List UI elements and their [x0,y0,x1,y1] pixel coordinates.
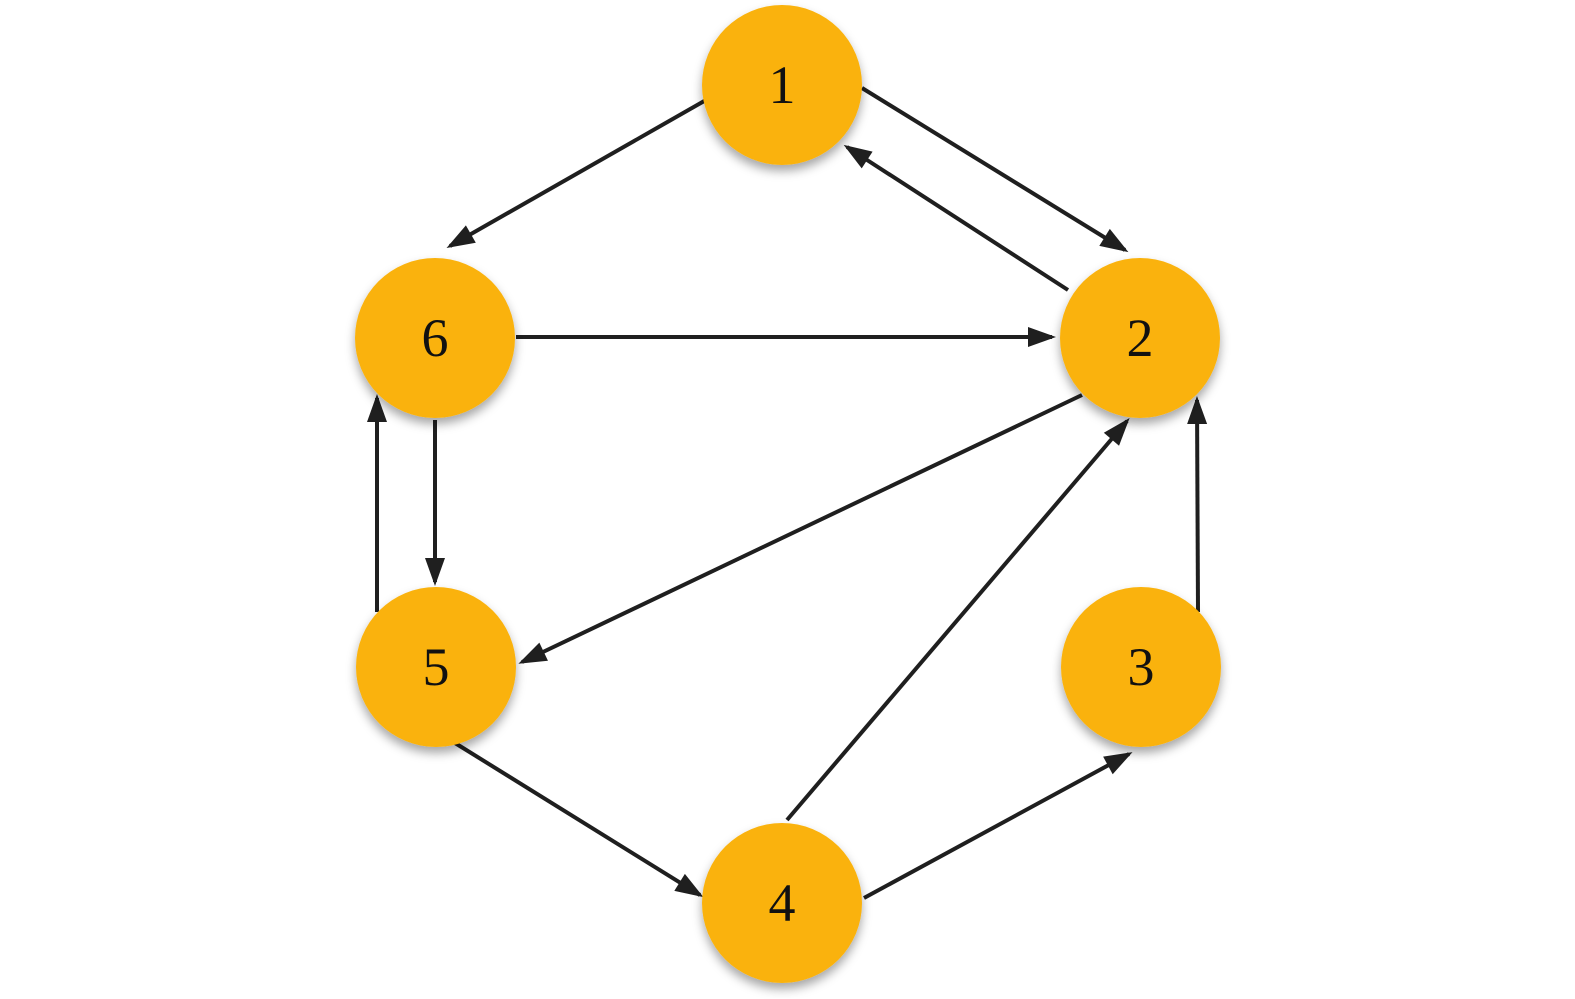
node-label: 1 [769,55,796,115]
node-label: 3 [1128,637,1155,697]
node-circle [355,258,515,418]
edge-3-to-2 [1187,396,1208,613]
graph-node-5: 5 [356,587,516,747]
node-circle [1061,587,1221,747]
node-circle [702,823,862,983]
edge-layer [367,86,1208,900]
edge-1-to-2 [860,86,1129,253]
node-label: 6 [422,308,449,368]
node-circle [702,5,862,165]
edge-2-to-1 [843,144,1070,292]
node-circle [1060,258,1220,418]
node-layer: 1 2 3 4 5 6 [355,5,1221,983]
edge-4-to-3 [863,752,1133,900]
graph-node-4: 4 [702,823,862,983]
graph-node-2: 2 [1060,258,1220,418]
graph-node-1: 1 [702,5,862,165]
edge-4-to-2 [785,417,1130,822]
node-label: 2 [1127,308,1154,368]
node-circle [356,587,516,747]
node-label: 4 [769,873,796,933]
graph-node-3: 3 [1061,587,1221,747]
node-label: 5 [423,637,450,697]
edge-5-to-4 [453,741,704,898]
graph-node-6: 6 [355,258,515,418]
edge-1-to-6 [446,98,707,248]
edge-2-to-5 [518,393,1083,664]
